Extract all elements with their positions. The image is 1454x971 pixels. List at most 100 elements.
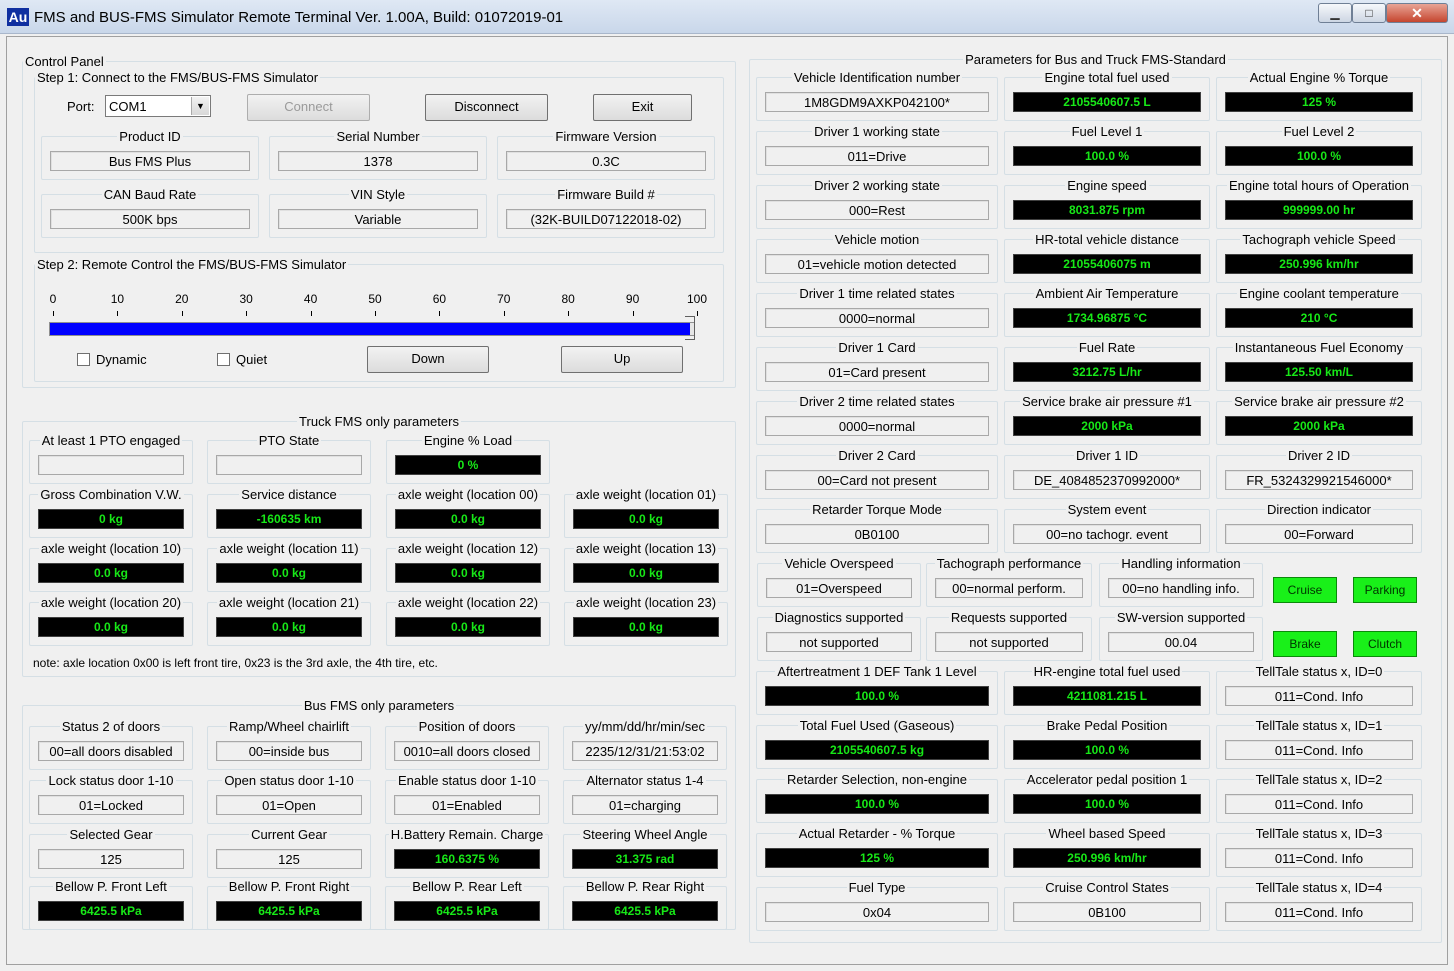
telltale-status-x-id-4-label: TellTale status x, ID=4 (1255, 880, 1383, 895)
axle-weight-location-00-label: axle weight (location 00) (397, 487, 539, 502)
bellow-p-front-right-value: 6425.5 kPa (216, 901, 362, 921)
driver-1-card-label: Driver 1 Card (838, 340, 916, 355)
tachograph-performance-label: Tachograph performance (936, 556, 1082, 571)
actual-engine-torque-value: 125 % (1225, 92, 1413, 112)
slider-tick-label: 100 (686, 292, 708, 306)
can-baud-rate-label: CAN Baud Rate (103, 187, 197, 202)
aftertreatment-1-def-tank-1-level-label: Aftertreatment 1 DEF Tank 1 Level (777, 664, 977, 679)
slider-thumb[interactable] (685, 316, 695, 340)
slider-track[interactable] (49, 322, 695, 336)
alternator-status-1-4-value: 01=charging (572, 795, 718, 815)
driver-1-time-related-states-label: Driver 1 time related states (799, 286, 955, 301)
down-button[interactable]: Down (367, 346, 489, 373)
direction-indicator-label: Direction indicator (1266, 502, 1372, 517)
slider-tick-label: 80 (561, 292, 575, 306)
axle-weight-location-22-group: axle weight (location 22)0.0 kg (386, 596, 550, 646)
bus-group: Bus FMS only parameters (22, 699, 736, 930)
retarder-torque-mode-label: Retarder Torque Mode (812, 502, 942, 517)
axle-weight-location-00-value: 0.0 kg (395, 509, 541, 529)
axle-weight-location-12-group: axle weight (location 12)0.0 kg (386, 542, 550, 592)
status-2-of-doors-value: 00=all doors disabled (38, 741, 184, 761)
exit-button[interactable]: Exit (593, 94, 692, 121)
ambient-air-temperature-label: Ambient Air Temperature (1035, 286, 1179, 301)
driver-2-card-label: Driver 2 Card (838, 448, 916, 463)
tachograph-vehicle-speed-label: Tachograph vehicle Speed (1242, 232, 1396, 247)
fuel-level-1-label: Fuel Level 1 (1071, 124, 1143, 139)
driver-2-working-state-value: 000=Rest (765, 200, 989, 220)
brake-pedal-position-label: Brake Pedal Position (1046, 718, 1168, 733)
status-2-of-doors-label: Status 2 of doors (61, 719, 161, 734)
current-gear-label: Current Gear (251, 827, 327, 842)
engine-speed-value: 8031.875 rpm (1013, 200, 1201, 220)
telltale-status-x-id-0-value: 011=Cond. Info (1225, 686, 1413, 706)
disconnect-button[interactable]: Disconnect (425, 94, 548, 121)
fuel-level-1-value: 100.0 % (1013, 146, 1201, 166)
firmware-build-group: Firmware Build #(32K-BUILD07122018-02) (497, 188, 715, 238)
hr-engine-total-fuel-used-label: HR-engine total fuel used (1033, 664, 1181, 679)
yy-mm-dd-hr-min-sec-value: 2235/12/31/21:53:02 (572, 741, 718, 761)
bellow-p-front-right-label: Bellow P. Front Right (228, 879, 350, 894)
axle-weight-location-23-label: axle weight (location 23) (575, 595, 717, 610)
telltale-status-x-id-3-value: 011=Cond. Info (1225, 848, 1413, 868)
engine-load-value: 0 % (395, 455, 541, 475)
vin-style-label: VIN Style (350, 187, 406, 202)
steering-wheel-angle-label: Steering Wheel Angle (582, 827, 708, 842)
selected-gear-label: Selected Gear (69, 827, 153, 842)
wheel-based-speed-label: Wheel based Speed (1048, 826, 1166, 841)
ramp-wheel-chairlift-label: Ramp/Wheel chairlift (229, 719, 349, 734)
pto-state-label: PTO State (258, 433, 320, 448)
up-button[interactable]: Up (561, 346, 683, 373)
engine-total-fuel-used-value: 2105540607.5 L (1013, 92, 1201, 112)
slider-tick-mark (439, 311, 441, 316)
instantaneous-fuel-economy-value: 125.50 km/L (1225, 362, 1413, 382)
handling-information-value: 00=no handling info. (1108, 578, 1254, 598)
connect-button[interactable]: Connect (247, 94, 370, 121)
service-distance-value: -160635 km (216, 509, 362, 529)
axle-weight-location-12-label: axle weight (location 12) (397, 541, 539, 556)
parking-indicator: Parking (1353, 577, 1417, 603)
retarder-torque-mode-value: 0B0100 (765, 524, 989, 544)
axle-note: note: axle location 0x00 is left front t… (33, 656, 438, 670)
maximize-button[interactable]: □ (1352, 3, 1386, 23)
close-button[interactable]: ✕ (1386, 3, 1448, 23)
fuel-type-value: 0x04 (765, 902, 989, 922)
gross-combination-v-w-label: Gross Combination V.W. (40, 487, 182, 502)
bellow-p-front-left-label: Bellow P. Front Left (55, 879, 167, 894)
system-event-label: System event (1067, 502, 1147, 517)
actual-retarder-torque-value: 125 % (765, 848, 989, 868)
minimize-button[interactable]: ▁ (1318, 3, 1352, 23)
dynamic-checkbox[interactable] (77, 353, 90, 366)
product-id-value: Bus FMS Plus (50, 151, 250, 171)
chevron-down-icon[interactable]: ▼ (191, 97, 209, 115)
fuel-level-1-group: Fuel Level 1 100.0 % (1004, 125, 1210, 175)
sw-version-supported-value: 00.04 (1108, 632, 1254, 652)
aftertreatment-1-def-tank-1-level-value: 100.0 % (765, 686, 989, 706)
axle-weight-location-13-label: axle weight (location 13) (575, 541, 717, 556)
vehicle-motion-label: Vehicle motion (834, 232, 920, 247)
quiet-checkbox[interactable] (217, 353, 230, 366)
driver-1-id-label: Driver 1 ID (1075, 448, 1139, 463)
axle-weight-location-20-group: axle weight (location 20)0.0 kg (29, 596, 193, 646)
firmware-build-value: (32K-BUILD07122018-02) (506, 209, 706, 229)
axle-weight-location-01-group: axle weight (location 01)0.0 kg (564, 488, 728, 538)
slider-tick-mark (632, 311, 634, 316)
hr-total-vehicle-distance-label: HR-total vehicle distance (1035, 232, 1179, 247)
port-select[interactable]: COM1 ▼ (105, 95, 211, 117)
telltale-status-x-id-2-value: 011=Cond. Info (1225, 794, 1413, 814)
